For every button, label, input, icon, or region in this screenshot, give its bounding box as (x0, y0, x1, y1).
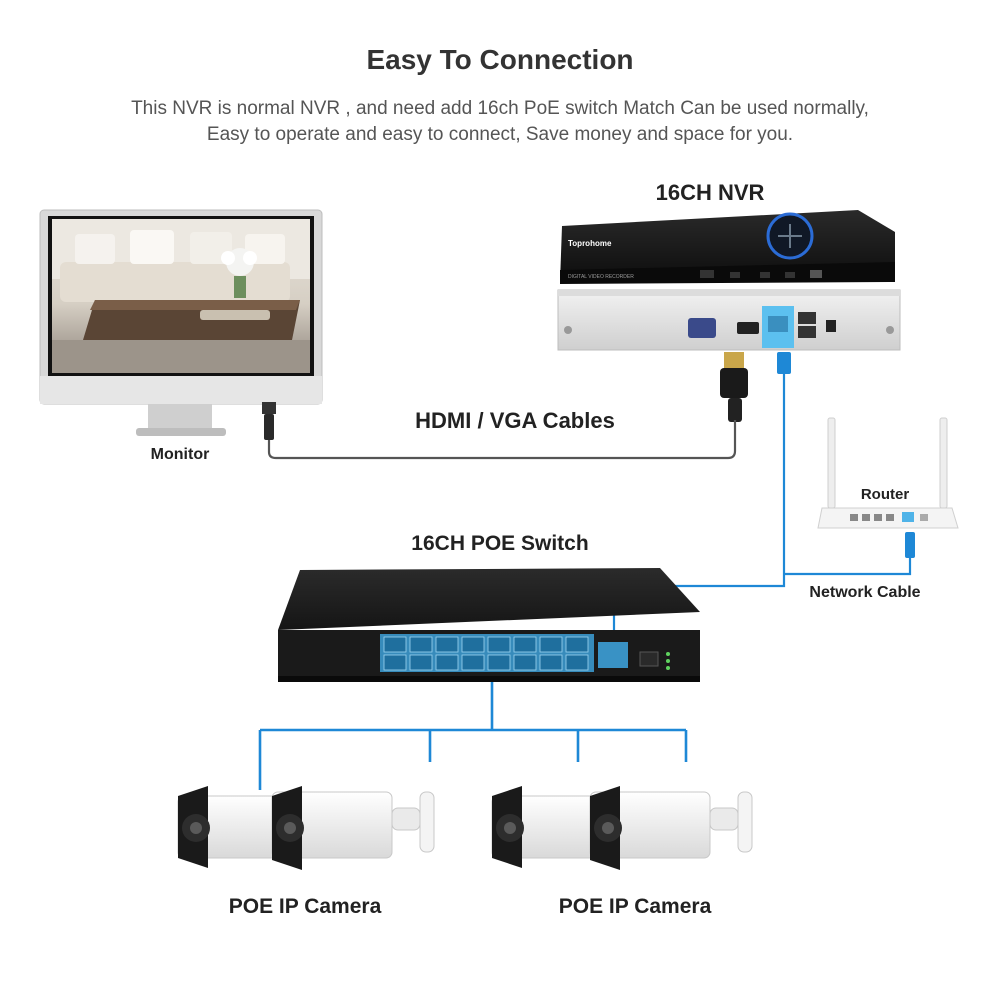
monitor-label: Monitor (150, 446, 210, 463)
nvr-front-text: DIGITAL VIDEO RECORDER (568, 274, 634, 280)
switch-port (539, 654, 563, 671)
nvr-device: Toprohome DIGITAL VIDEO RECORDER (557, 210, 901, 351)
camera-1 (177, 786, 299, 868)
switch-port (383, 654, 407, 671)
network-cable-label: Network Cable (809, 584, 921, 601)
switch-port (409, 636, 433, 653)
page-title: Easy To Connection (366, 44, 634, 75)
router-network-plug (905, 532, 915, 558)
nvr-network-plug (777, 352, 791, 374)
network-cable-router (784, 558, 912, 576)
camera-cable-trunk (258, 682, 688, 790)
camera-4 (589, 786, 753, 870)
switch-port (513, 636, 537, 653)
monitor-cable-plug (262, 402, 276, 440)
switch-port (565, 654, 589, 671)
camera-3 (491, 786, 613, 868)
hdmi-plug (720, 352, 748, 422)
switch-port (513, 654, 537, 671)
cables-label: HDMI / VGA Cables (415, 408, 615, 433)
switch-port (435, 654, 459, 671)
subtitle-line-2: Easy to operate and easy to connect, Sav… (206, 124, 794, 145)
switch-port (487, 654, 511, 671)
nvr-label: 16CH NVR (655, 180, 765, 205)
camera-label-left: POE IP Camera (228, 895, 382, 918)
switch-port (539, 636, 563, 653)
switch-port (487, 636, 511, 653)
nvr-brand-text: Toprohome (568, 239, 612, 248)
poe-switch-ports (383, 636, 589, 671)
switch-port (461, 636, 485, 653)
router-device (817, 417, 959, 529)
monitor-image (39, 209, 323, 436)
switch-port (409, 654, 433, 671)
router-label: Router (860, 486, 910, 503)
camera-2 (271, 786, 435, 870)
switch-port (383, 636, 407, 653)
switch-port (565, 636, 589, 653)
camera-label-right: POE IP Camera (558, 895, 712, 918)
switch-port (435, 636, 459, 653)
switch-label: 16CH POE Switch (411, 532, 589, 555)
subtitle-line-1: This NVR is normal NVR , and need add 16… (131, 98, 869, 119)
hdmi-vga-cable (267, 420, 737, 460)
switch-port (461, 654, 485, 671)
